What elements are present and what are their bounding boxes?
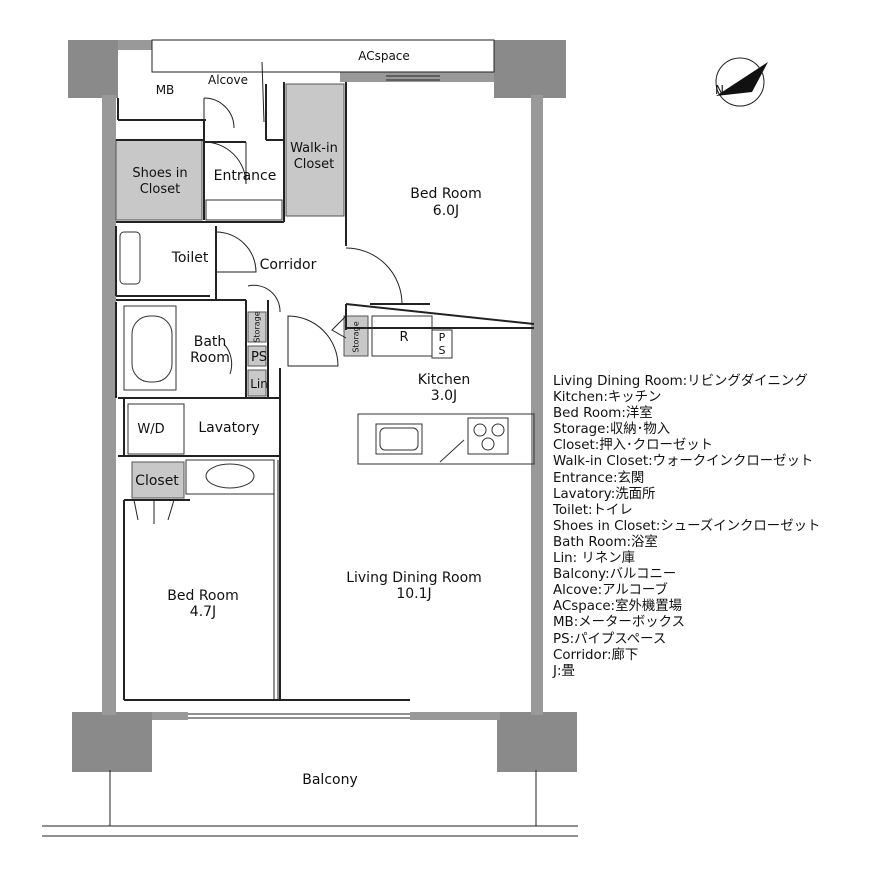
bedroom2-size: 4.7J (190, 604, 216, 620)
legend-item: Living Dining Room:リビングダイニング (553, 374, 808, 389)
legend-item: Lin: リネン庫 (553, 551, 635, 567)
bedroom1-name: Bed Room (410, 186, 481, 202)
sink (205, 463, 255, 489)
walkin-label-2: Closet (294, 157, 335, 172)
legend-item: PS:パイプスペース (553, 631, 667, 647)
legend-item: Alcove:アルコーブ (553, 583, 668, 599)
fixtures (119, 199, 505, 489)
room-outlines (123, 305, 535, 495)
storage-left-label: Storage (253, 311, 262, 342)
compass-north-label: N (715, 83, 724, 97)
shoes-label-1: Shoes in (132, 166, 187, 181)
ps-kitchen-label-1: P (439, 331, 446, 344)
legend-item: Shoes in Closet:シューズインクローゼット (553, 518, 821, 534)
balcony-area (42, 770, 578, 837)
structural-columns (68, 40, 577, 772)
bath-label-2: Room (190, 350, 230, 366)
legend-item: Storage:収納･物入 (553, 422, 671, 438)
column-bottom-left (72, 712, 152, 772)
entrance-label: Entrance (214, 168, 277, 184)
legend-item: Closet:押入･クローゼット (553, 438, 714, 454)
living-dining-name: Living Dining Room (346, 570, 482, 586)
kitchen-size: 3.0J (431, 388, 457, 404)
living-dining-size: 10.1J (396, 586, 431, 602)
legend-item: Entrance:玄関 (553, 470, 645, 486)
legend-item: Corridor:廊下 (553, 647, 639, 663)
legend-item: Lavatory:洗面所 (553, 486, 656, 502)
compass-icon (715, 57, 765, 107)
storage-kitchen-label: Storage (352, 321, 361, 352)
walk-in-closet-area (285, 83, 345, 217)
kitchen-sink (379, 427, 419, 451)
shoes-label-2: Closet (140, 182, 181, 197)
bath-label-1: Bath (194, 334, 227, 350)
door-swings (133, 61, 403, 524)
windows (188, 460, 410, 719)
interior-walls (115, 82, 535, 701)
closet-area (131, 461, 185, 499)
acspace-label: ACspace (358, 49, 410, 63)
room-labels: ACspace MB Alcove Walk-in Closet Shoes i… (132, 49, 481, 788)
mb-label: MB (156, 83, 175, 97)
acspace-area (151, 39, 495, 73)
legend-item: MB:メーターボックス (553, 615, 685, 631)
legend-item: Bed Room:洋室 (553, 406, 653, 422)
bathtub (131, 315, 173, 383)
legend-item: Walk-in Closet:ウォークインクローゼット (553, 454, 814, 470)
legend-item: Bath Room:浴室 (553, 534, 658, 550)
bedroom2-name: Bed Room (167, 588, 238, 604)
walkin-label-1: Walk-in (290, 141, 338, 156)
lin-label: Lin (250, 377, 268, 391)
storage-kitchen-area (343, 315, 369, 357)
lin-area (247, 369, 267, 397)
corridor-label: Corridor (260, 257, 317, 273)
bedroom1-size: 6.0J (433, 203, 459, 219)
compass: N (715, 57, 768, 107)
ps-label: PS (251, 350, 267, 365)
shoes-closet-area (115, 139, 203, 221)
closet-label: Closet (135, 473, 179, 489)
storage-fills (115, 83, 369, 499)
legend-item: J:畳 (553, 663, 575, 679)
balcony-label: Balcony (302, 772, 358, 788)
column-bottom-right (497, 712, 577, 772)
wd-label: W/D (137, 422, 164, 437)
column-top-right (494, 40, 566, 98)
ps-left-area (247, 345, 267, 367)
legend-item: Balcony:バルコニー (553, 567, 677, 583)
exterior-walls (102, 40, 543, 720)
legend-item: ACspace:室外機置場 (553, 599, 683, 615)
refrigerator-label: R (399, 330, 408, 345)
toilet-label: Toilet (171, 250, 209, 266)
legend-item: Toilet:トイレ (553, 502, 633, 518)
lavatory-label: Lavatory (198, 420, 259, 436)
legend-list: Living Dining Room:リビングダイニング Kitchen:キッチ… (553, 374, 820, 680)
entrance-step (205, 199, 283, 221)
storage-left-area (247, 311, 267, 343)
alcove-label: Alcove (208, 73, 248, 87)
ps-kitchen-label-2: S (439, 344, 446, 357)
toilet-fixture (119, 231, 141, 285)
kitchen-name: Kitchen (418, 372, 471, 388)
column-top-left (68, 40, 118, 98)
legend-item: Kitchen:キッチン (553, 390, 662, 406)
